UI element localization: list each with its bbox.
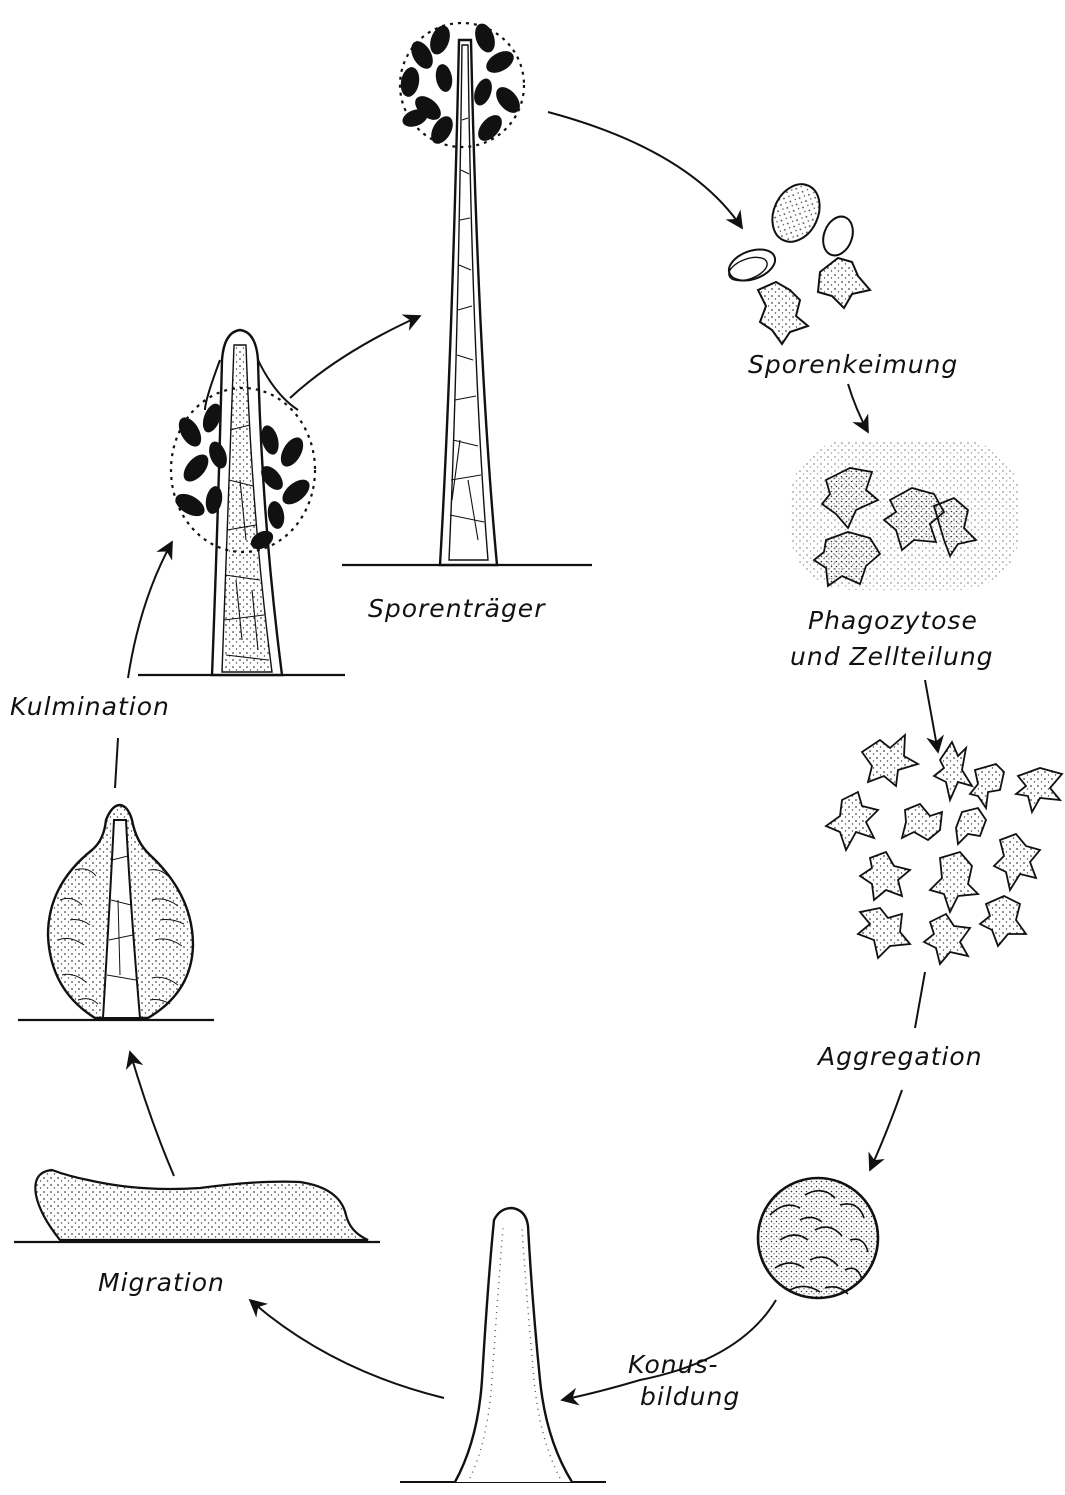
label-aggregation: Aggregation: [818, 1040, 983, 1074]
mature-sorocarp: [342, 21, 592, 565]
label-kulmination: Kulmination: [10, 690, 170, 724]
label-phagozytose-line2: und Zellteilung: [790, 640, 994, 674]
label-sporenkeimung: Sporenkeimung: [748, 348, 958, 382]
tipped-mound: [400, 1208, 606, 1482]
label-migration: Migration: [98, 1266, 225, 1300]
early-culminant: [18, 805, 214, 1020]
aggregate-mound: [758, 1178, 878, 1298]
label-konusbildung-line1: Konus-: [628, 1348, 719, 1382]
culminating-sorocarp: [138, 330, 345, 675]
label-phagozytose-line1: Phagozytose: [808, 604, 978, 638]
phagocytosis-cloud: [790, 440, 1020, 590]
label-konusbildung-line2: bildung: [640, 1380, 740, 1414]
spore-germination: [725, 177, 870, 344]
label-sporentraeger: Sporenträger: [368, 592, 545, 626]
migrating-slug: [14, 1170, 380, 1242]
aggregating-amoebae: [826, 735, 1062, 964]
